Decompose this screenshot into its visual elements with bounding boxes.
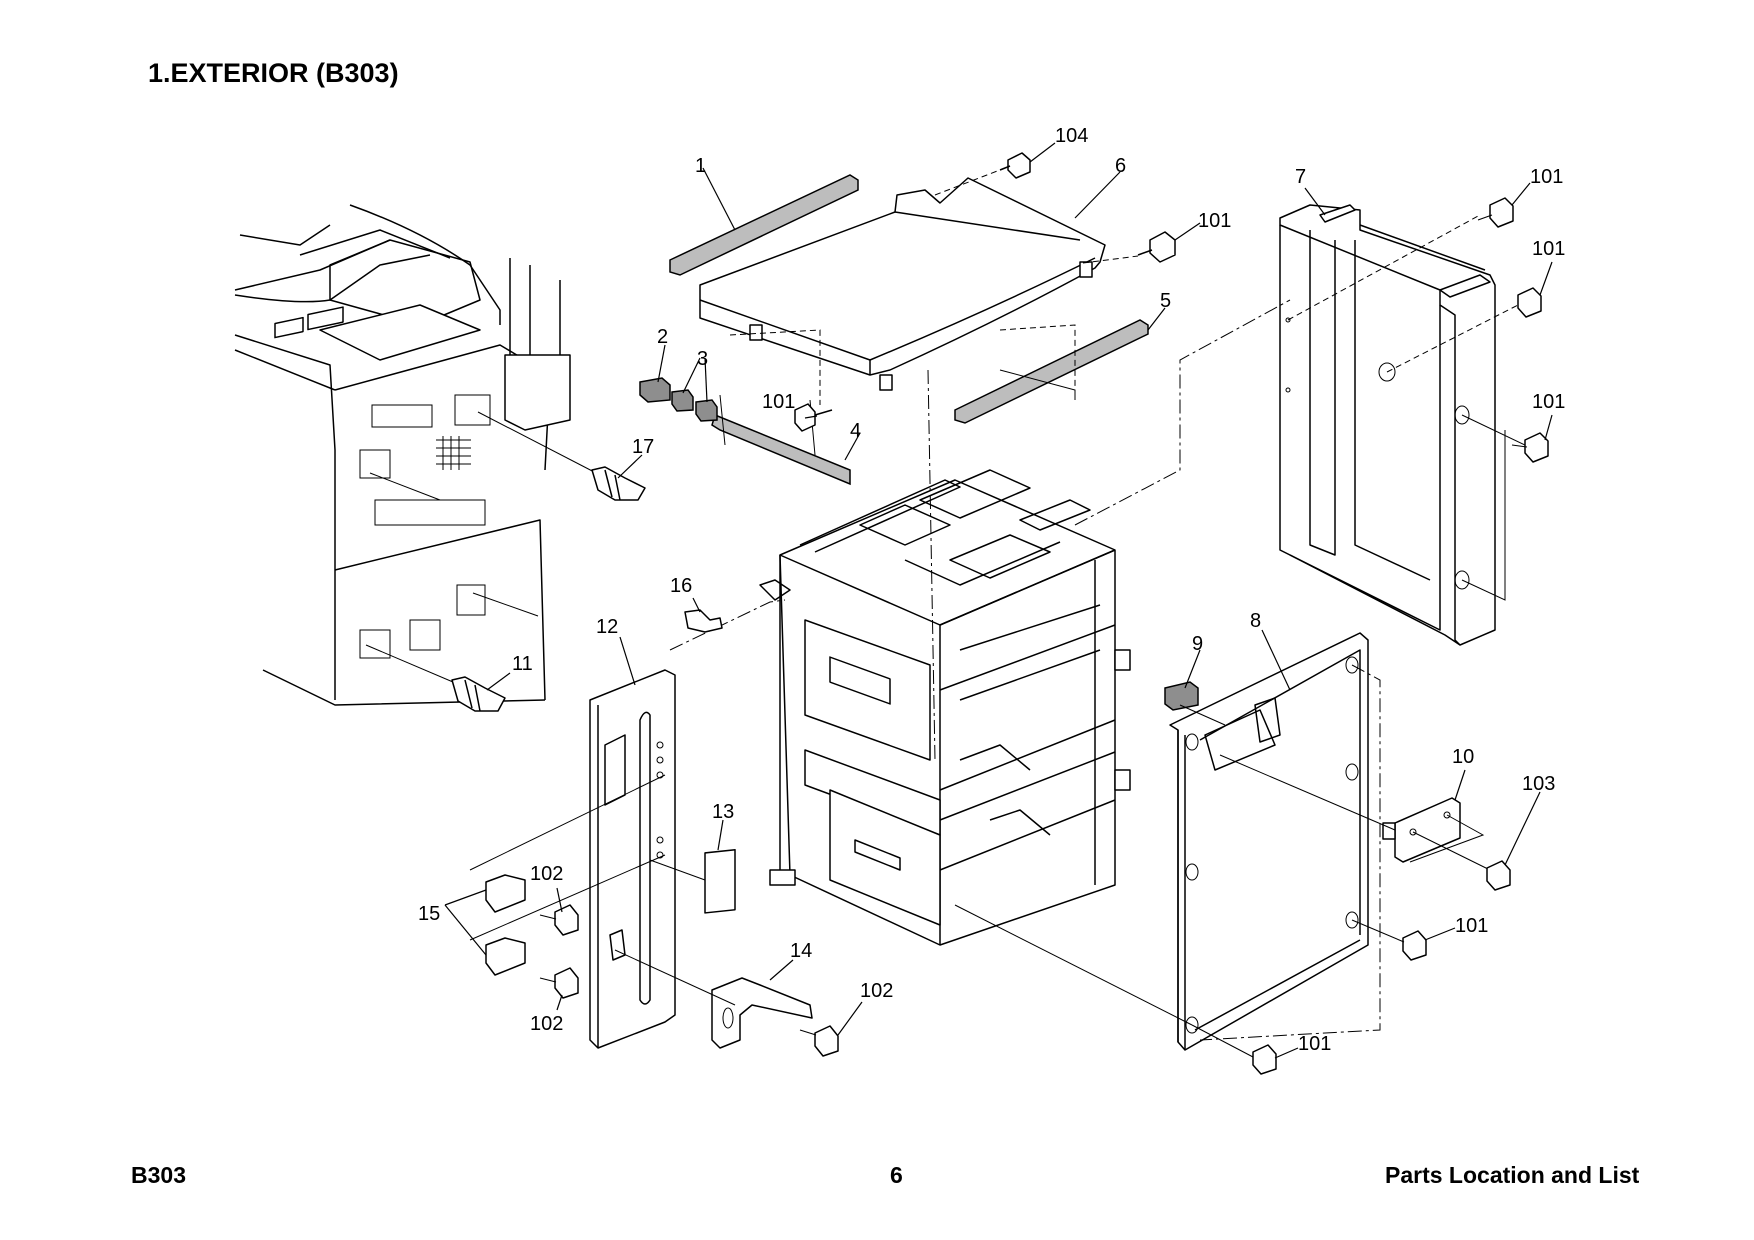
callout-8: 8 <box>1250 610 1261 632</box>
callout-11: 11 <box>512 653 533 675</box>
callout-1: 1 <box>695 155 706 177</box>
callout-102-b: 102 <box>530 1013 563 1035</box>
callout-102-a: 102 <box>530 863 563 885</box>
screw-101-b <box>1477 197 1514 228</box>
screw-101-g <box>1191 1024 1277 1075</box>
screw-103 <box>1486 860 1511 891</box>
pad-2 <box>639 377 671 403</box>
callout-labels: 1 2 3 4 5 6 7 8 9 10 11 12 13 14 15 16 1… <box>418 125 1565 1055</box>
screw-101-f <box>1351 919 1427 961</box>
bracket-15b <box>485 937 526 976</box>
top-cover-6 <box>699 177 1106 391</box>
label-13 <box>704 848 736 914</box>
callout-9: 9 <box>1192 633 1203 655</box>
tray-3 <box>829 789 941 926</box>
bracket-10 <box>1382 797 1461 863</box>
screw-102-b <box>539 967 579 999</box>
callout-16: 16 <box>670 575 692 597</box>
callout-15: 15 <box>418 903 440 925</box>
bracket-14 <box>614 949 813 1049</box>
screw-102-c <box>799 1025 839 1057</box>
footer-section-title: Parts Location and List <box>1385 1162 1640 1188</box>
screw-101-a <box>1137 231 1176 263</box>
pad-3b <box>695 399 718 422</box>
callout-101-g: 101 <box>1298 1033 1331 1055</box>
callout-104: 104 <box>1055 125 1088 147</box>
footer-model-code: B303 <box>131 1162 186 1188</box>
callout-4: 4 <box>850 420 861 442</box>
screw-101-e <box>1511 432 1549 463</box>
callout-3: 3 <box>697 348 708 370</box>
callout-14: 14 <box>790 940 812 962</box>
callout-13: 13 <box>712 801 734 823</box>
leader-lines <box>444 142 1553 1059</box>
callout-101-e: 101 <box>1532 391 1565 413</box>
clip-16 <box>684 609 723 633</box>
screw-11 <box>365 644 506 712</box>
callout-103: 103 <box>1522 773 1555 795</box>
callout-5: 5 <box>1160 290 1171 312</box>
callout-101-f: 101 <box>1455 915 1488 937</box>
pad-3a <box>671 389 694 412</box>
callout-12: 12 <box>596 616 618 638</box>
copier-main-unit <box>234 204 571 706</box>
screw-104 <box>999 152 1031 179</box>
page-title: 1.EXTERIOR (B303) <box>148 58 399 88</box>
callout-102-c: 102 <box>860 980 893 1002</box>
callout-6: 6 <box>1115 155 1126 177</box>
screw-101-d <box>1517 287 1542 318</box>
strip-1 <box>669 174 859 276</box>
callout-101-d: 101 <box>1532 238 1565 260</box>
rear-cover-7 <box>1279 204 1496 646</box>
bracket-15a <box>485 874 526 913</box>
callout-101-b: 101 <box>1530 166 1563 188</box>
strip-5 <box>954 319 1149 424</box>
side-cover-8 <box>1169 632 1369 1051</box>
paper-feed-frame <box>759 469 1131 946</box>
callout-101-c: 101 <box>762 391 795 413</box>
side-plate-12 <box>589 669 676 1049</box>
footer-page-number: 6 <box>890 1162 903 1188</box>
callout-101-a: 101 <box>1198 210 1231 232</box>
callout-7: 7 <box>1295 166 1306 188</box>
strip-4 <box>711 413 851 486</box>
callout-17: 17 <box>632 436 654 458</box>
pad-9 <box>1164 681 1199 711</box>
callout-2: 2 <box>657 326 668 348</box>
callout-10: 10 <box>1452 746 1474 768</box>
screw-102-a <box>539 904 579 936</box>
screw-17 <box>477 411 646 501</box>
screw-101-c <box>794 403 833 432</box>
